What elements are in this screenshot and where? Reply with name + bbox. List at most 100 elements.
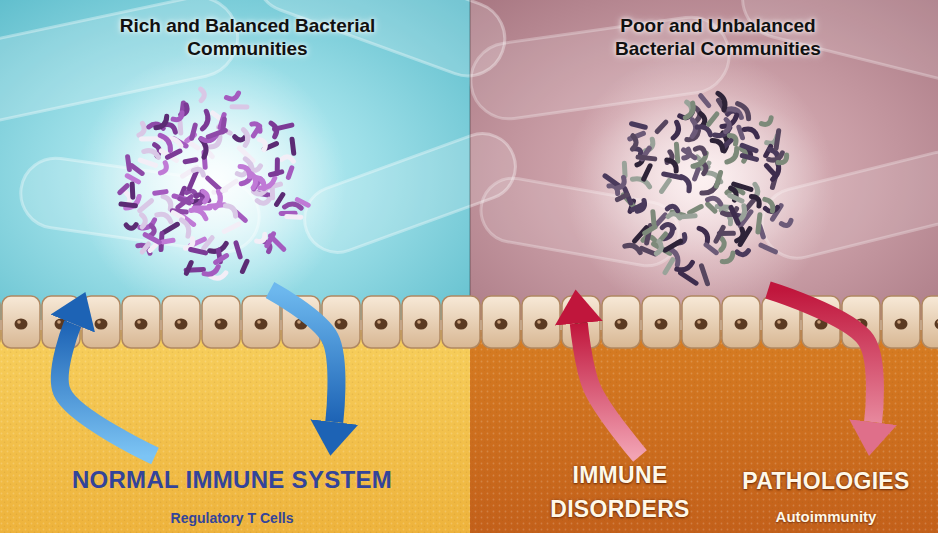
bacterium [744, 126, 759, 137]
nucleus-highlight [297, 320, 301, 324]
nucleus-highlight [657, 320, 661, 324]
bacterium [204, 238, 212, 249]
bacterium [718, 92, 727, 110]
curved-arrow [60, 324, 155, 456]
cell-body [242, 296, 280, 348]
bacterium [232, 104, 247, 109]
cell-nucleus [535, 319, 548, 330]
bacterium [277, 195, 283, 205]
bacterium [191, 207, 208, 218]
bacterium [236, 243, 240, 257]
bacterium [738, 102, 752, 119]
bacterium [140, 201, 152, 211]
epithelial-cell [482, 296, 520, 348]
epithelial-cell [922, 296, 938, 348]
nucleus-highlight [377, 320, 381, 324]
nucleus-highlight [137, 320, 141, 324]
bacterium [617, 177, 626, 189]
bacterium [270, 172, 281, 175]
bacterium [208, 130, 225, 136]
nucleus-highlight [817, 320, 821, 324]
epithelial-cell [642, 296, 680, 348]
bacterium [729, 134, 738, 144]
epithelial-cell [2, 296, 40, 348]
cell-nucleus [615, 319, 628, 330]
bacterium [192, 125, 195, 138]
cell-body [2, 296, 40, 348]
bacterium [676, 144, 677, 161]
bacterium [178, 197, 192, 208]
epithelial-cell [162, 296, 200, 348]
nucleus-highlight [417, 320, 421, 324]
bacterium [625, 243, 642, 253]
cell-body [602, 296, 640, 348]
cell-nucleus [455, 319, 468, 330]
bacterium [216, 256, 227, 263]
cell-body [882, 296, 920, 348]
bacterium [257, 199, 270, 204]
bacterial-clusters [120, 89, 792, 284]
bacterium [242, 261, 247, 271]
cell-body [482, 296, 520, 348]
bacterium [690, 207, 702, 213]
bacterium [731, 207, 738, 223]
bacterium [270, 236, 283, 249]
bacterium [282, 156, 294, 161]
bacterium [726, 120, 730, 132]
cell-nucleus [895, 319, 908, 330]
bacterial-community: Poor and Unbalanced Bacterial Communitie… [520, 6, 916, 290]
cell-body [642, 296, 680, 348]
bacterium [721, 237, 725, 250]
bacterium [156, 116, 169, 130]
bacterium [257, 234, 267, 243]
nucleus-highlight [737, 320, 741, 324]
bacterium [709, 114, 717, 124]
bacterium [734, 184, 751, 189]
bacterium [235, 136, 247, 140]
bacterium [716, 172, 720, 186]
cell-body [402, 296, 440, 348]
bacterium [243, 129, 248, 145]
bacterium [226, 93, 239, 101]
bacterium [141, 215, 145, 227]
curved-arrow [270, 290, 336, 422]
state-title: PATHOLOGIES [742, 466, 909, 496]
bacterium [191, 250, 206, 253]
bacterium [665, 260, 673, 273]
nucleus-highlight [17, 320, 21, 324]
cell-nucleus [655, 319, 668, 330]
cell-nucleus [735, 319, 748, 330]
bacterium [665, 241, 680, 250]
bacterium [224, 224, 238, 231]
bacterium [645, 227, 655, 233]
nucleus-highlight [257, 320, 261, 324]
bacterium [240, 164, 252, 177]
epithelial-cell [122, 296, 160, 348]
bacterium [173, 213, 182, 218]
bacterium [681, 216, 695, 217]
nucleus-highlight [337, 320, 341, 324]
cell-body [82, 296, 120, 348]
state-title: NORMAL IMMUNE SYSTEM [72, 466, 392, 494]
cell-body [922, 296, 938, 348]
bacterium [622, 163, 628, 175]
bacterium [662, 180, 670, 191]
nucleus-highlight [537, 320, 541, 324]
epithelial-cell [682, 296, 720, 348]
bacterium [292, 139, 294, 153]
bacterium [702, 266, 708, 284]
cell-nucleus [495, 319, 508, 330]
bacterium [737, 251, 749, 256]
bacterium [667, 158, 679, 171]
bacterium [778, 155, 789, 165]
bacterium [662, 224, 674, 228]
bacterium [285, 203, 302, 208]
bacterium [708, 204, 715, 211]
tissue-texture [0, 330, 938, 533]
cell-nucleus [935, 319, 938, 330]
bacterium [742, 145, 756, 150]
bacterium [656, 241, 662, 254]
nucleus-highlight [97, 320, 101, 324]
cluster-glow [77, 50, 347, 320]
